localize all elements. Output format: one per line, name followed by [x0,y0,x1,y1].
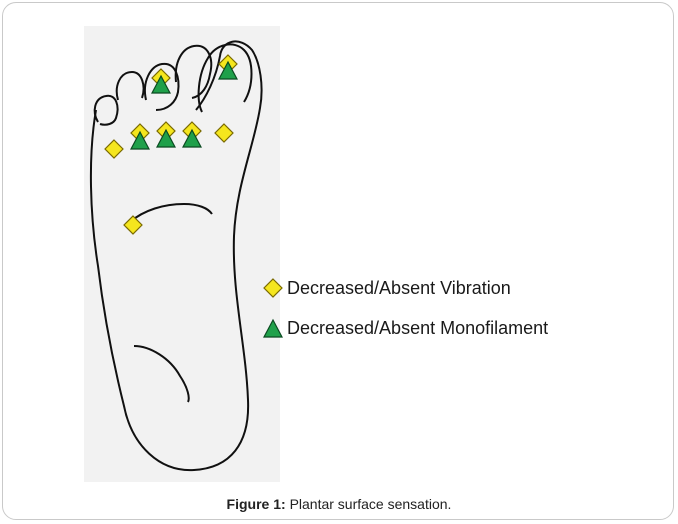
vibration-diamond-first-metatarsal [215,124,233,142]
green-triangle-icon [262,317,284,339]
foot-outline-diagram [84,26,280,482]
legend-label-monofilament: Decreased/Absent Monofilament [287,318,548,339]
caption-label: Figure 1: [227,496,286,512]
caption-text: Plantar surface sensation. [290,496,452,512]
yellow-diamond-icon [262,277,284,299]
legend: Decreased/Absent Vibration Decreased/Abs… [262,276,548,356]
fifth-toe-outline [95,96,118,125]
sensation-markers [105,55,237,234]
heel-crease [134,346,189,402]
third-toe-outline [176,46,212,98]
legend-item-vibration: Decreased/Absent Vibration [262,276,548,300]
legend-item-monofilament: Decreased/Absent Monofilament [262,316,548,340]
transverse-arch-crease [130,204,212,222]
vibration-diamond-midfoot [124,216,142,234]
figure-caption: Figure 1: Plantar surface sensation. [0,496,678,512]
fourth-toe-outline [117,72,144,100]
legend-label-vibration: Decreased/Absent Vibration [287,278,511,299]
vibration-diamond-fifth-metatarsal [105,140,123,158]
